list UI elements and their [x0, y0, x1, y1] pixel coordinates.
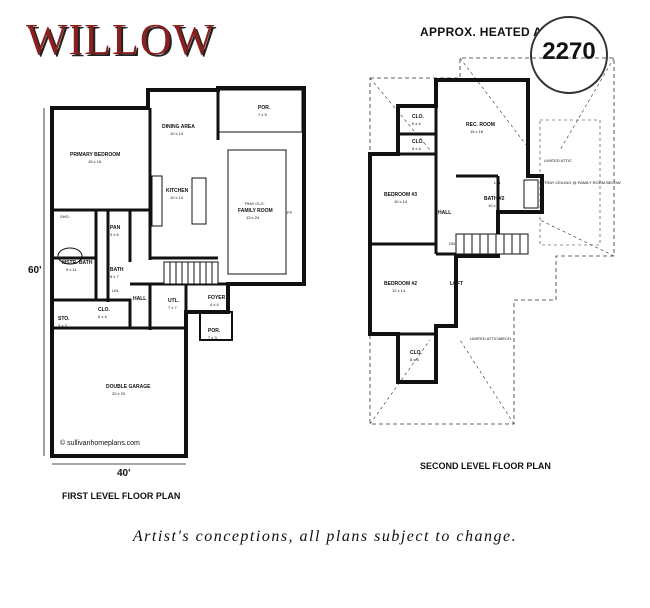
family-room-note: TRAY CLG. [244, 201, 265, 206]
closet3-label: CLO. [410, 350, 423, 356]
bedroom3-label: BEDROOM #3 [384, 192, 417, 198]
second-level-outer-wall [368, 78, 544, 384]
family-room-outline [227, 149, 287, 275]
closet1-size: 6 x 4 [412, 121, 421, 126]
shower-label: SHO. [60, 214, 70, 219]
bedroom3-size: 10 x 14 [394, 199, 408, 204]
hall-label: HALL [133, 296, 146, 302]
bath-label: BATH [110, 267, 124, 273]
garage-size: 20 x 20 [112, 391, 126, 396]
website-watermark: © sullivanhomeplans.com [60, 439, 140, 447]
bedroom2-label: BEDROOM #2 [384, 281, 417, 287]
porch-top-size: 7 x 5 [258, 112, 267, 117]
primary-bedroom-size: 15 x 16 [88, 159, 102, 164]
kitchen-label: KITCHEN [166, 188, 189, 194]
heated-area-value: 2270 [542, 38, 596, 65]
fireplace-label: FP [287, 210, 292, 215]
disclaimer: Artist's conceptions, all plans subject … [132, 528, 518, 545]
dining-area-size: 10 x 13 [170, 131, 184, 136]
width-dimension: 40' [117, 468, 131, 479]
linen2-label: LIN. [494, 180, 501, 185]
utility-size: 7 x 7 [168, 305, 177, 310]
foyer-size: 4 x 4 [210, 302, 219, 307]
storage-label: STO. [58, 316, 70, 322]
second-level-interior-walls [370, 106, 500, 336]
storage-size: 3 x 3 [58, 323, 67, 328]
second-level-stairs [455, 233, 529, 255]
linen-label: LIN. [112, 288, 119, 293]
kitchen-counters [151, 175, 207, 227]
porch-bottom-label: POR. [208, 328, 221, 334]
second-level-plan [368, 78, 544, 384]
master-tub [57, 247, 83, 265]
attic-b-label: LIMITED ATTIC/MECH. [470, 336, 512, 341]
bath2-tub [523, 179, 539, 209]
master-bath-size: 9 x 11 [66, 267, 77, 272]
utility-label: UTL. [168, 298, 180, 304]
dining-area-label: DINING AREA [162, 124, 195, 130]
foyer-label: FOYER [208, 295, 226, 301]
first-level-outer-wall [50, 86, 306, 458]
porch-bottom-size: 7 x 3 [208, 335, 217, 340]
tray-note: TRAY CEILING @ FAMILY ROOM BELOW [544, 180, 621, 185]
primary-bedroom-wall [54, 108, 152, 260]
porch-bottom [199, 311, 233, 341]
loft-label: LOFT [450, 281, 463, 287]
hall-walls [130, 282, 228, 330]
bath-size: 5 x 7 [110, 274, 119, 279]
first-level-stairs [163, 261, 219, 285]
pantry-label: PAN [110, 225, 121, 231]
bath-walls [54, 210, 132, 328]
rec-room-size: 15 x 16 [470, 129, 484, 134]
primary-bedroom-label: PRIMARY BEDROOM [70, 152, 120, 158]
first-level-plan [50, 86, 306, 458]
depth-dimension: 60' [28, 265, 42, 276]
closet2-label: CLO. [412, 139, 425, 145]
family-room-label: FAMILY ROOM [238, 208, 273, 214]
dining-kitchen-wall [150, 88, 220, 260]
plan-title: WILLOW [26, 15, 216, 64]
first-level-caption: FIRST LEVEL FLOOR PLAN [62, 491, 181, 501]
closet-size: 6 x 4 [98, 314, 107, 319]
porch-top-outline [217, 89, 303, 133]
stairs-down-label: DN [449, 241, 455, 246]
closet2-size: 6 x 4 [412, 146, 421, 151]
heated-area-label: APPROX. HEATED AREA [420, 25, 569, 39]
garage-label: DOUBLE GARAGE [106, 384, 151, 390]
bath2-label: BATH #2 [484, 196, 505, 202]
bath2-size: 10 x 5 [488, 203, 500, 208]
master-bath-label: MSTR. BATH [62, 260, 93, 266]
hall2-label: HALL [438, 210, 451, 216]
kitchen-size: 10 x 14 [170, 195, 184, 200]
attic-a-label: LIMITED ATTIC [544, 158, 572, 163]
roof-outline-dashed [369, 57, 615, 425]
closet1-label: CLO. [412, 114, 425, 120]
rec-room-label: REC. ROOM [466, 122, 495, 128]
heated-area-badge [530, 16, 608, 94]
second-level-caption: SECOND LEVEL FLOOR PLAN [420, 461, 551, 471]
bedroom2-size: 12 x 14 [392, 288, 406, 293]
closet3-size: 6 x 6 [410, 357, 419, 362]
pantry-size: 3 x 6 [110, 232, 119, 237]
closet-label: CLO. [98, 307, 111, 313]
porch-top-label: POR. [258, 105, 271, 111]
family-room-size: 13 x 24 [246, 215, 260, 220]
